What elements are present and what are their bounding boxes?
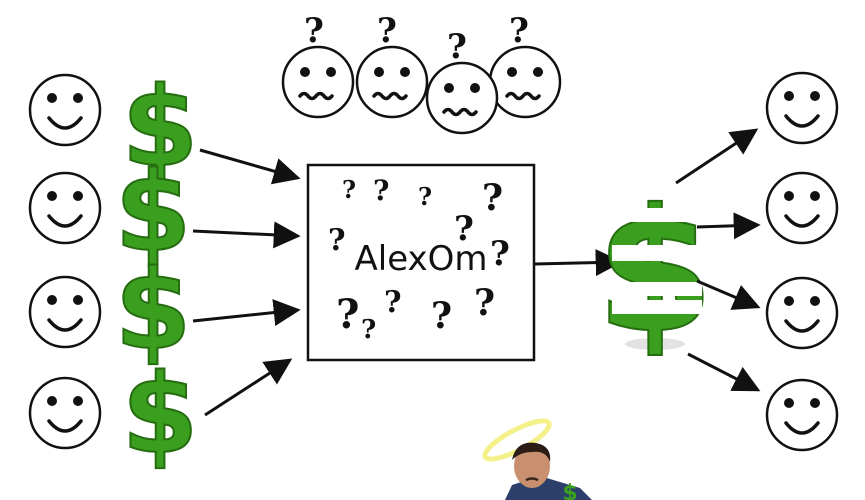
center-box: ? ? ? ? ? ? ? ? ? ? ? ? AlexOm	[306, 163, 536, 362]
smiley-icon	[765, 276, 839, 350]
question-icon: ?	[447, 27, 467, 67]
face	[514, 444, 550, 488]
arrow-icon	[675, 128, 759, 185]
arrow-icon	[696, 212, 761, 240]
split-dollar-icon: $	[595, 172, 715, 372]
question-icon: ?	[361, 315, 376, 345]
dollar-icon: $	[115, 246, 192, 374]
svg-text:$: $	[596, 173, 714, 371]
worried-face-icon	[355, 45, 429, 119]
worried-face-icon	[425, 61, 499, 135]
center-label: AlexOm	[354, 239, 487, 279]
question-icon: ?	[377, 11, 397, 51]
question-icon: ?	[474, 282, 495, 324]
arrow-icon	[192, 221, 301, 249]
halo-person-figure: $	[482, 418, 592, 500]
smiley-icon	[765, 378, 839, 452]
question-icon: ?	[454, 209, 474, 249]
arrow-icon	[199, 148, 301, 185]
incoming-arrows	[192, 148, 301, 417]
dollar-icon: $	[122, 63, 199, 191]
distribution-arrows	[675, 128, 761, 392]
arrow-icon	[687, 352, 761, 392]
smiley-icon	[28, 73, 102, 147]
outgoing-arrow-icon	[534, 249, 623, 277]
worried-faces: ? ? ? ?	[281, 11, 562, 135]
smiley-icon	[765, 171, 839, 245]
hair	[512, 442, 551, 462]
arrow-icon	[696, 279, 761, 310]
dollar-badge-icon: $	[562, 481, 577, 500]
left-dollar-icons: $ $ $ $	[114, 62, 200, 479]
arrow-icon	[192, 299, 301, 326]
question-icon: ?	[373, 174, 389, 207]
right-smiley-icons	[765, 71, 839, 452]
worried-face-icon	[488, 45, 562, 119]
question-icon: ?	[418, 182, 432, 211]
question-icon: ?	[336, 291, 359, 338]
question-icon: ?	[509, 11, 529, 51]
question-icon: ?	[384, 285, 402, 320]
worried-face-icon	[281, 45, 355, 119]
smiley-icon	[28, 171, 102, 245]
smiley-icon	[28, 275, 102, 349]
arrow-icon	[204, 358, 293, 417]
question-marks-cluster: ? ? ? ? ? ? ? ? ? ? ? ?	[328, 174, 510, 345]
question-icon: ?	[431, 295, 452, 337]
question-icon: ?	[328, 223, 346, 258]
question-icon: ?	[490, 234, 510, 274]
dollar-icon: $	[115, 148, 192, 276]
dollar-icon: $	[122, 350, 199, 478]
smiley-icon	[28, 376, 102, 450]
smiley-icon	[765, 71, 839, 145]
question-icon: ?	[482, 177, 503, 219]
question-icon: ?	[304, 11, 324, 51]
left-smiley-icons	[28, 73, 102, 450]
question-icon: ?	[342, 175, 356, 204]
